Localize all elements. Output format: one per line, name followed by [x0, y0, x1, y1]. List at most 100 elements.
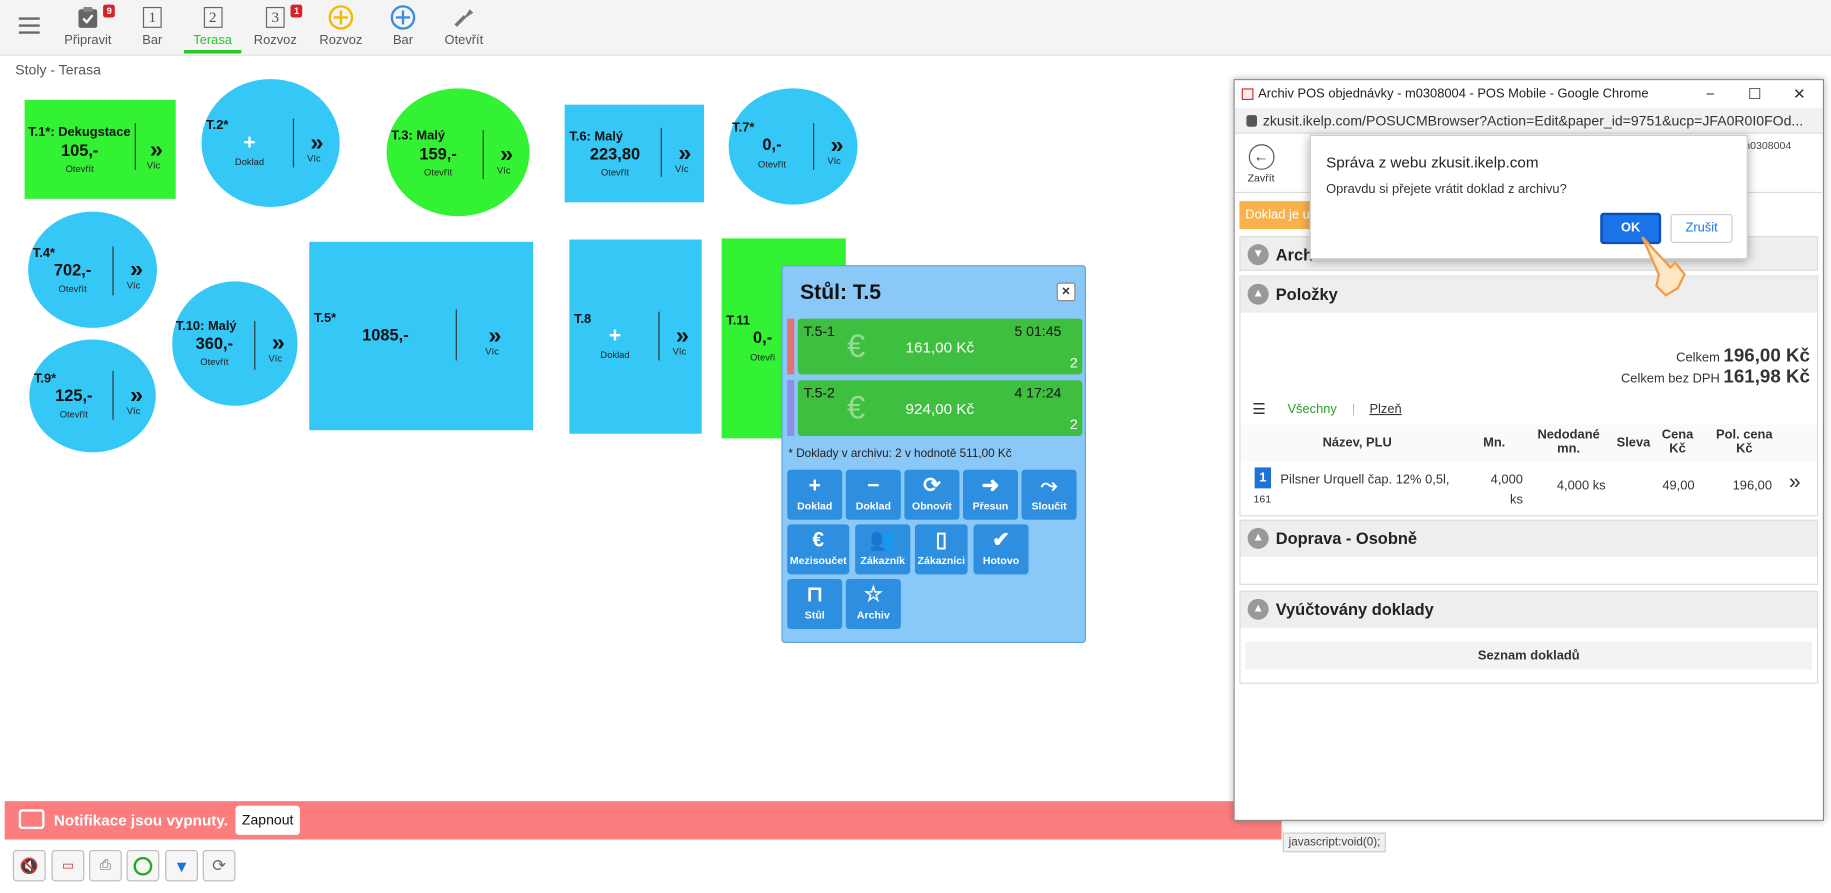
tab-terasa[interactable]: 2 Terasa	[183, 2, 242, 54]
notifications-toggle-button[interactable]: ▭	[51, 849, 85, 882]
table-t8[interactable]: T.8 + Doklad »Víc	[569, 239, 702, 434]
status-button[interactable]	[126, 849, 160, 882]
tab-label: Bar	[142, 33, 163, 48]
lock-icon	[1246, 115, 1257, 127]
table-name: T.10: Malý	[175, 319, 237, 334]
order-id: T.5-1	[803, 323, 835, 340]
chevron-up-icon[interactable]: ▲	[1247, 283, 1269, 305]
add-rozvoz-button[interactable]: Rozvoz	[316, 2, 365, 53]
more-button[interactable]: »Víc	[117, 258, 150, 291]
filter-icon: ▼	[173, 856, 190, 875]
enable-notifications-button[interactable]: Zapnout	[235, 805, 300, 835]
table-name: T.9*	[33, 372, 57, 387]
remove-doc-button[interactable]: −Doklad	[845, 469, 901, 520]
table-t2[interactable]: T.2* + Doklad »Víc	[201, 79, 340, 207]
chevron-up-icon[interactable]: ▲	[1247, 598, 1269, 620]
subtotal-button[interactable]: €Mezisoučet	[787, 524, 850, 575]
add-bar-button[interactable]: Bar	[382, 2, 424, 53]
archive-star-icon: ☆	[863, 582, 883, 606]
total-novat-label: Celkem bez DPH	[1621, 372, 1720, 387]
table-t5[interactable]: T.5* 1085,- »Víc	[309, 241, 534, 431]
list-filter-icon[interactable]: ☰	[1252, 399, 1266, 418]
more-button[interactable]: »Víc	[818, 132, 851, 167]
tab-label: Rozvoz	[319, 33, 363, 48]
archive-button[interactable]: ☆Archiv	[845, 579, 901, 630]
tab-label: Rozvoz	[253, 33, 297, 48]
refresh-icon: ⟳	[923, 473, 941, 497]
customer-button[interactable]: 👥Zákazník	[855, 524, 911, 575]
open-button[interactable]: Otevřít	[439, 2, 488, 53]
tab-label: Bar	[392, 33, 414, 48]
more-button[interactable]: »Víc	[259, 331, 292, 364]
badge: 9	[103, 4, 116, 18]
more-button[interactable]: »Víc	[117, 384, 150, 417]
table-name: T.11	[726, 313, 750, 328]
plus-circle-blue-icon	[382, 2, 424, 32]
mute-button[interactable]: 🔇	[12, 849, 46, 882]
tab-pripravit[interactable]: 9 Připravit	[61, 2, 116, 53]
table-t4[interactable]: T.4* 702,- Otevřít »Víc	[28, 211, 157, 328]
table-t9[interactable]: T.9* 125,- Otevřít »Víc	[29, 339, 156, 453]
items-header: Název, PLU Mn. Nedodané mn. Sleva Cena K…	[1240, 424, 1817, 462]
more-button[interactable]: »Víc	[663, 324, 696, 357]
order-id: T.5-2	[803, 384, 835, 402]
table-name: T.3: Malý	[391, 129, 445, 144]
address-bar[interactable]: zkusit.ikelp.com/POSUCMBrowser?Action=Ed…	[1234, 108, 1823, 134]
hand-cursor-icon	[1641, 236, 1686, 297]
tab-label: Připravit	[64, 33, 112, 48]
cancel-button[interactable]: Zrušit	[1670, 213, 1733, 244]
more-button[interactable]: »Víc	[665, 142, 698, 175]
printer-button[interactable]: ⎙	[89, 849, 122, 882]
sync-button[interactable]: ⟳	[202, 849, 236, 882]
table-t1[interactable]: T.1*: Dekugstace 105,- Otevřít »Víc	[24, 99, 176, 199]
more-button[interactable]: »Víc	[476, 323, 509, 357]
maximize-icon[interactable]: ☐	[1748, 84, 1762, 103]
refresh-button[interactable]: ⟳Obnovit	[904, 469, 960, 520]
double-chevron-icon: »	[488, 323, 501, 349]
merge-button[interactable]: ⤳Sloučit	[1021, 469, 1077, 520]
order-time: 5 01:45	[1014, 323, 1062, 340]
popup-title: Stůl: T.5	[800, 280, 881, 304]
table-t6[interactable]: T.6: Malý 223,80 Otevřít »Víc	[564, 104, 705, 203]
order-item[interactable]: € T.5-2 4 17:24 924,00 Kč 2	[787, 380, 1083, 437]
done-button[interactable]: ✔Hotovo	[973, 524, 1029, 575]
move-button[interactable]: ➜Přesun	[962, 469, 1019, 520]
minimize-icon[interactable]: −	[1705, 84, 1715, 103]
table-t3[interactable]: T.3: Malý 159,- Otevřít »Víc	[386, 88, 530, 217]
doc-list-button[interactable]: Seznam dokladů	[1245, 641, 1813, 670]
users-icon: 👥	[869, 527, 896, 552]
more-button[interactable]: »Víc	[298, 131, 331, 164]
table-amount: 159,-	[419, 144, 457, 163]
minus-icon: −	[867, 473, 880, 497]
table-name: T.7*	[732, 120, 755, 135]
table-row[interactable]: 1 161 Pilsner Urquell čap. 12% 0,5l, 4,0…	[1241, 464, 1817, 513]
table-t7[interactable]: T.7* 0,- Otevřít »Víc	[728, 88, 858, 205]
menu-button[interactable]	[9, 2, 49, 53]
close-page-button[interactable]: ← Zavřít	[1248, 144, 1275, 184]
totals: Celkem 196,00 Kč Celkem bez DPH 161,98 K…	[1621, 347, 1810, 389]
row-more-icon[interactable]: »	[1788, 469, 1801, 494]
close-window-icon[interactable]: ✕	[1792, 84, 1806, 103]
table-status: Otevřít	[424, 167, 453, 178]
filter-button[interactable]: ▼	[165, 849, 198, 882]
double-chevron-icon: »	[830, 132, 843, 159]
table-t10[interactable]: T.10: Malý 360,- Otevřít »Víc	[172, 281, 298, 406]
ok-button[interactable]: OK	[1600, 212, 1662, 245]
close-button[interactable]: ×	[1056, 282, 1076, 302]
filter-all-link[interactable]: Všechny	[1287, 402, 1337, 417]
euro-icon: €	[846, 327, 866, 364]
top-toolbar: 9 Připravit 1 Bar 2 Terasa 3 1 Rozvoz Ro…	[0, 0, 1831, 56]
order-ref: y - m0308004	[1726, 139, 1792, 152]
more-button[interactable]: »Víc	[137, 138, 170, 171]
tab-rozvoz[interactable]: 3 1 Rozvoz	[252, 2, 303, 53]
archive-note: * Doklady v archivu: 2 v hodnotě 511,00 …	[788, 447, 1012, 461]
order-item[interactable]: € T.5-1 5 01:45 161,00 Kč 2	[787, 318, 1083, 375]
filter-plzen-link[interactable]: Plzeň	[1369, 402, 1402, 417]
chevron-up-icon[interactable]: ▲	[1247, 527, 1269, 549]
new-doc-button[interactable]: +Doklad	[787, 469, 843, 520]
more-button[interactable]: »Víc	[487, 143, 520, 176]
customers-button[interactable]: ▯Zákazníci	[914, 524, 968, 575]
table-button[interactable]: ⊓Stůl	[787, 579, 843, 630]
total-novat-value: 161,98 Kč	[1723, 367, 1810, 388]
tab-bar[interactable]: 1 Bar	[131, 2, 173, 53]
